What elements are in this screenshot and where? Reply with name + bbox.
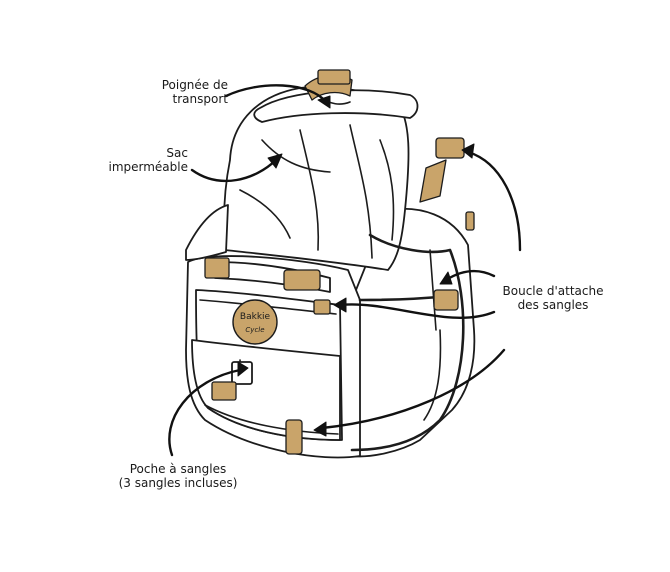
label-buckle-line1: Boucle d'attache: [502, 284, 604, 298]
pocket-buckles: [211, 381, 303, 455]
label-pocket-line1: Poche à sangles: [129, 462, 227, 476]
arrow-pocket-side: [313, 348, 506, 437]
svg-text:Bakkie: Bakkie: [240, 312, 271, 322]
brand-logo: Bakkie Cycle: [232, 299, 278, 345]
arrow-waterproof: [190, 153, 283, 183]
label-handle-line2: transport: [172, 92, 228, 106]
arrow-front-strap: [333, 297, 496, 320]
label-waterproof-line1: Sac: [166, 146, 188, 160]
label-pocket: Poche à sangles (3 sangles incluses): [108, 462, 248, 490]
label-buckle-line2: des sangles: [517, 298, 589, 312]
label-waterproof-line2: imperméable: [108, 160, 188, 174]
svg-text:Cycle: Cycle: [245, 326, 264, 334]
label-buckle: Boucle d'attache des sangles: [494, 284, 612, 312]
arrow-handle: [224, 84, 331, 109]
label-handle-line1: Poignée de: [161, 78, 228, 92]
compression-strap: [204, 257, 331, 315]
side-buckles: [419, 137, 475, 311]
arrow-pocket: [168, 361, 249, 457]
label-pocket-line2: (3 sangles incluses): [118, 476, 238, 490]
arrow-lower-buckle: [439, 269, 496, 285]
label-handle: Poignée de transport: [150, 78, 228, 106]
label-waterproof: Sac imperméable: [100, 146, 188, 174]
arrow-side-buckle: [461, 143, 522, 252]
